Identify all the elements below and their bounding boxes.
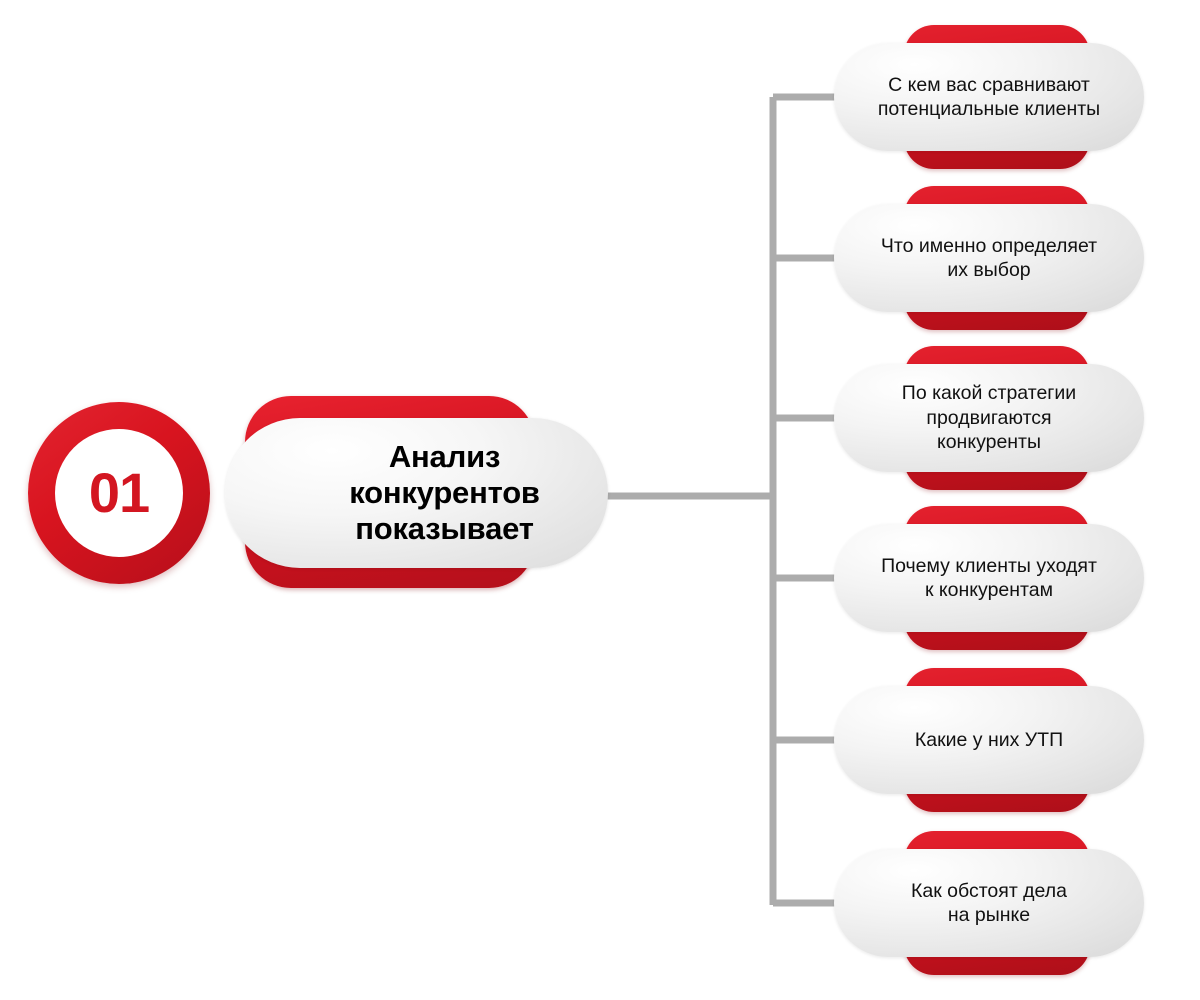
branch-node-pill[interactable]: Почему клиенты уходят к конкурентам (834, 524, 1144, 632)
branch-node-6[interactable]: Как обстоят дела на рынке (834, 823, 1144, 983)
branch-node-3[interactable]: По какой стратегии продвигаются конкурен… (834, 338, 1144, 498)
root-node-pill[interactable]: Анализ конкурентов показывает (225, 418, 608, 568)
branch-node-pill[interactable]: По какой стратегии продвигаются конкурен… (834, 364, 1144, 472)
badge-number-text: 01 (88, 461, 150, 524)
branch-node-5[interactable]: Какие у них УТП (834, 660, 1144, 820)
branch-node-label: Что именно определяет их выбор (880, 234, 1098, 281)
branch-node-pill[interactable]: Как обстоят дела на рынке (834, 849, 1144, 957)
branch-node-4[interactable]: Почему клиенты уходят к конкурентам (834, 498, 1144, 658)
badge-inner-circle: 01 (55, 429, 183, 557)
branch-node-label: Какие у них УТП (914, 728, 1064, 751)
root-node[interactable]: Анализ конкурентов показывает 01 (28, 384, 628, 600)
branch-node-label: Почему клиенты уходят к конкурентам (881, 554, 1097, 601)
branch-node-label: С кем вас сравнивают потенциальные клиен… (877, 73, 1101, 120)
branch-node-pill[interactable]: Что именно определяет их выбор (834, 204, 1144, 312)
branch-node-2[interactable]: Что именно определяет их выбор (834, 178, 1144, 338)
step-number-badge: 01 (28, 402, 210, 584)
branch-node-label: Как обстоят дела на рынке (911, 879, 1067, 926)
branch-node-pill[interactable]: Какие у них УТП (834, 686, 1144, 794)
branch-node-label: По какой стратегии продвигаются конкурен… (901, 382, 1077, 454)
branch-node-1[interactable]: С кем вас сравнивают потенциальные клиен… (834, 17, 1144, 177)
branch-node-pill[interactable]: С кем вас сравнивают потенциальные клиен… (834, 43, 1144, 151)
root-node-label: Анализ конкурентов показывает (349, 438, 540, 547)
